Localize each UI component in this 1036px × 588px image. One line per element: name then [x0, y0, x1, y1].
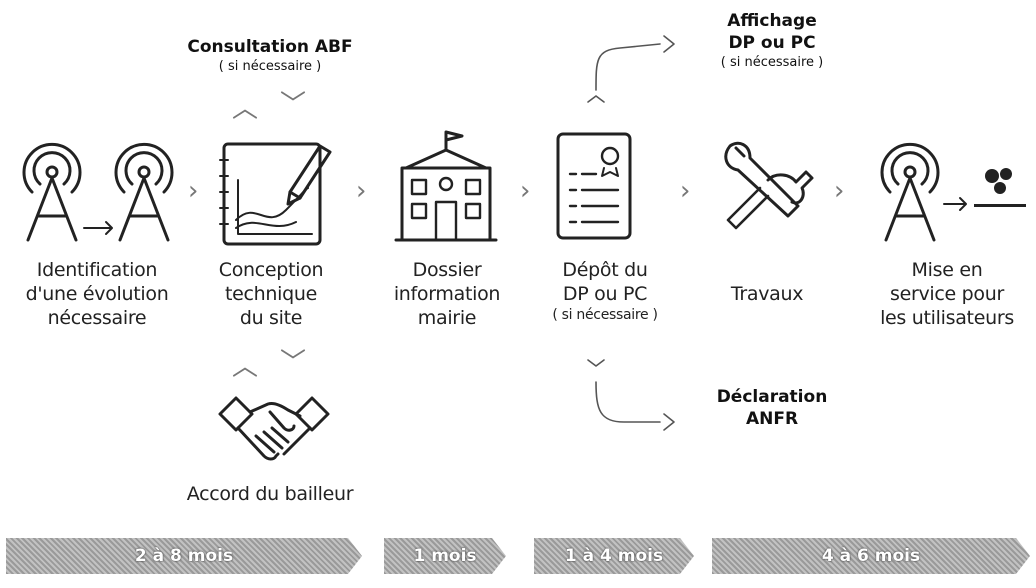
- step-6-line-2: service pour: [889, 283, 1005, 305]
- step-label-identification: Identification d'une évolution nécessair…: [2, 258, 192, 330]
- affichage-note: ( si nécessaire ): [720, 55, 824, 70]
- step-chevron-4-icon: ›: [680, 176, 691, 206]
- duration-bar-3: 1 à 4 mois: [534, 538, 694, 574]
- step-chevron-2-icon: ›: [356, 176, 367, 206]
- branch-up-line: [595, 43, 661, 91]
- step-3-line-1: Dossier: [412, 259, 482, 281]
- declaration-title-1: Déclaration: [716, 387, 828, 407]
- tools-icon: [710, 132, 820, 232]
- antenna-upgrade-icon: [12, 140, 182, 250]
- step-label-mise-en-service: Mise en service pour les utilisateurs: [862, 258, 1032, 330]
- duration-bar-1: 2 à 8 mois: [6, 538, 362, 574]
- step-label-dossier: Dossier information mairie: [372, 258, 522, 330]
- handshake-icon: [214, 384, 334, 474]
- step-3-line-3: mairie: [417, 307, 477, 329]
- step-label-depot: Dépôt du DP ou PC ( si nécessaire ): [530, 258, 680, 324]
- branch-arrows: [587, 35, 675, 431]
- chevron-up-icon: ︿: [232, 94, 259, 124]
- consultation-abf-label: Consultation ABF ( si nécessaire ): [170, 36, 370, 75]
- affichage-title-2: DP ou PC: [728, 33, 816, 53]
- declaration-title-2: ANFR: [745, 409, 799, 429]
- accord-label: Accord du bailleur: [186, 483, 354, 505]
- step-5-line-1: Travaux: [730, 283, 804, 305]
- antenna-users-icon: [870, 140, 1030, 250]
- duration-bar-4: 4 à 6 mois: [712, 538, 1030, 574]
- step-label-conception: Conception technique du site: [196, 258, 346, 330]
- consultation-title: Consultation ABF: [187, 37, 353, 57]
- document-icon: [552, 130, 642, 250]
- step-label-travaux: Travaux: [702, 282, 832, 306]
- step-1-line-1: Identification: [36, 259, 158, 281]
- chevron-down-small-icon: [587, 359, 605, 367]
- drawing-board-icon: [216, 130, 336, 250]
- step-chevron-5-icon: ›: [834, 176, 845, 206]
- step-3-line-2: information: [393, 283, 501, 305]
- chevron-up-small-icon: [587, 95, 605, 103]
- step-4-line-2: DP ou PC: [562, 283, 648, 305]
- step-4-note: ( si nécessaire ): [552, 307, 658, 323]
- step-1-line-3: nécessaire: [47, 307, 147, 329]
- step-1-line-2: d'une évolution: [25, 283, 169, 305]
- step-chevron-3-icon: ›: [520, 176, 531, 206]
- step-2-line-1: Conception: [218, 259, 324, 281]
- arrow-head-up-icon: [663, 35, 675, 53]
- declaration-label: Déclaration ANFR: [672, 386, 872, 430]
- step-2-line-2: technique: [224, 283, 318, 305]
- affichage-title-1: Affichage: [727, 11, 817, 31]
- chevron-up-icon-2: ︿: [232, 352, 259, 382]
- duration-bar-2: 1 mois: [384, 538, 506, 574]
- consultation-note: ( si nécessaire ): [218, 59, 322, 74]
- step-6-line-1: Mise en: [911, 259, 983, 281]
- arrow-head-down-icon: [663, 413, 675, 431]
- chevron-down-icon-2: ﹀: [280, 348, 307, 378]
- affichage-label: Affichage DP ou PC ( si nécessaire ): [672, 10, 872, 71]
- branch-down-line: [595, 381, 661, 423]
- step-6-line-3: les utilisateurs: [880, 307, 1014, 329]
- step-2-line-3: du site: [239, 307, 303, 329]
- users-logo-icon: [974, 168, 1026, 207]
- town-hall-icon: [392, 128, 502, 248]
- step-chevron-1-icon: ›: [188, 176, 199, 206]
- step-4-line-1: Dépôt du: [562, 259, 648, 281]
- chevron-down-icon: ﹀: [280, 90, 307, 120]
